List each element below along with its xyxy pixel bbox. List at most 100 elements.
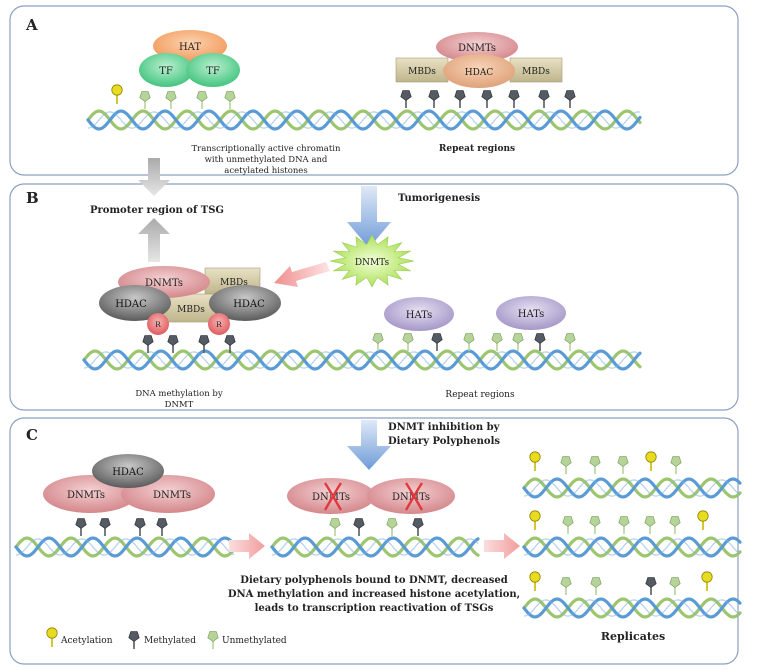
methylated-icon [134, 518, 146, 536]
mbds-top-label: MBDs [220, 278, 248, 288]
arrow-tumorigenesis [347, 186, 391, 248]
unmethylated-icon [372, 333, 384, 351]
hats-left-label: HATs [406, 310, 432, 321]
blocked-dnmts-right: DNMTs [367, 478, 455, 514]
hats-protein-right: HATs [496, 296, 566, 330]
methylated-icon [645, 577, 657, 595]
r-protein-right: R [208, 313, 230, 335]
methylated-icon [400, 90, 412, 108]
unmethylated-icon [207, 631, 219, 649]
unmethylated-icon [618, 516, 630, 534]
legend-unmethylated-label: Unmethylated [222, 636, 287, 646]
methylated-icon [564, 90, 576, 108]
unmethylated-icon [589, 456, 601, 474]
unmethylated-icon [463, 333, 475, 351]
arrow-c-left [229, 533, 265, 559]
panel-b-letter: B [26, 189, 39, 207]
cross-mark-icon [323, 482, 343, 511]
blocked-dnmts-right-label: DNMTs [392, 492, 430, 503]
acetylation-icon [701, 571, 713, 591]
hdac-b-right-label: HDAC [233, 299, 265, 310]
acetylation-icon [697, 510, 709, 530]
hats-protein-left: HATs [384, 297, 454, 331]
unmethylated-icon [670, 456, 682, 474]
acetylation-icon [645, 451, 657, 471]
r-left-label: R [155, 320, 161, 329]
unmethylated-icon [617, 456, 629, 474]
methylated-icon [167, 335, 179, 353]
tf-protein-right: TF [186, 53, 240, 87]
dna-strand-a [86, 109, 642, 131]
methylated-icon [142, 335, 154, 353]
methylated-icon [412, 518, 424, 536]
hdac-protein-a: HDAC [443, 54, 515, 88]
mbds-left-block: MBDs [395, 57, 449, 83]
mbds-right-block: MBDs [509, 57, 563, 83]
caption-line3: leads to transcription reactivation of T… [255, 603, 494, 614]
acetylation-icon [529, 510, 541, 530]
histone-marks [75, 84, 713, 595]
active-chromatin-line1: Transcriptionally active chromatin [191, 144, 341, 154]
methylated-icon [224, 335, 236, 353]
mbds-right-label: MBDs [522, 67, 550, 77]
methylated-icon [156, 518, 168, 536]
tf-right-label: TF [206, 66, 220, 77]
hats-right-label: HATs [518, 309, 544, 320]
unmethylated-icon [560, 456, 572, 474]
methylated-icon [481, 90, 493, 108]
methylated-icon [508, 90, 520, 108]
unmethylated-icon [386, 518, 398, 536]
unmethylated-icon [224, 91, 236, 109]
unmethylated-icon [512, 333, 524, 351]
methylated-icon [75, 518, 87, 536]
dnmts-c-right-label: DNMTs [153, 490, 191, 501]
inhibition-line2: Dietary Polyphenols [388, 436, 500, 447]
tf-protein-left: TF [139, 53, 193, 87]
repeat-regions-b: Repeat regions [445, 390, 515, 400]
unmethylated-icon [564, 333, 576, 351]
dnmts-star: DNMTs [329, 234, 415, 288]
methylated-icon [353, 518, 365, 536]
active-chromatin-line2: with unmethylated DNA and [205, 155, 328, 165]
methylated-icon [538, 90, 550, 108]
dna-strands [14, 109, 742, 619]
hat-label: HAT [179, 42, 201, 53]
legend: Acetylation Methylated Unmethylated [46, 627, 287, 649]
unmethylated-icon [644, 516, 656, 534]
dnmts-c-left-label: DNMTs [67, 490, 105, 501]
dnmts-b-label: DNMTs [145, 278, 183, 289]
blocked-dnmts-left: DNMTs [287, 478, 375, 514]
methylation-line2: DNMT [165, 400, 194, 410]
hdac-protein-b-right: HDAC [209, 285, 281, 321]
arrow-promoter-up [138, 218, 170, 262]
hdac-protein-b-left: HDAC [99, 285, 171, 321]
inhibition-line1: DNMT inhibition by [388, 422, 501, 433]
methylation-line1: DNA methylation by [135, 389, 223, 399]
repeat-regions-a: Repeat regions [439, 144, 515, 154]
dnmts-a-label: DNMTs [458, 43, 496, 54]
dna-strand-replicate-2 [522, 536, 742, 558]
legend-methylated-label: Methylated [144, 636, 196, 646]
acetylation-icon [111, 84, 123, 104]
unmethylated-icon [590, 577, 602, 595]
unmethylated-icon [329, 518, 341, 536]
hdac-b-left-label: HDAC [115, 299, 147, 310]
panel-c-letter: C [26, 426, 38, 444]
tumorigenesis-label: Tumorigenesis [398, 193, 481, 204]
unmethylated-icon [139, 91, 151, 109]
hdac-a-label: HDAC [465, 68, 494, 78]
dna-strand-replicate-3 [522, 597, 742, 619]
dnmts-protein-a: DNMTs [436, 32, 518, 62]
arrow-c-right [484, 533, 520, 559]
active-chromatin-line3: acetylated histones [224, 166, 307, 176]
mbds-mid-label: MBDs [177, 305, 205, 315]
dna-strand-replicate-1 [522, 477, 742, 499]
acetylation-icon [529, 451, 541, 471]
r-protein-left: R [147, 313, 169, 335]
unmethylated-icon [165, 91, 177, 109]
r-right-label: R [216, 320, 222, 329]
mbds-left-label: MBDs [408, 67, 436, 77]
methylated-icon [198, 335, 210, 353]
methylated-icon [99, 518, 111, 536]
caption-line2: DNA methylation and increased histone ac… [228, 589, 520, 600]
